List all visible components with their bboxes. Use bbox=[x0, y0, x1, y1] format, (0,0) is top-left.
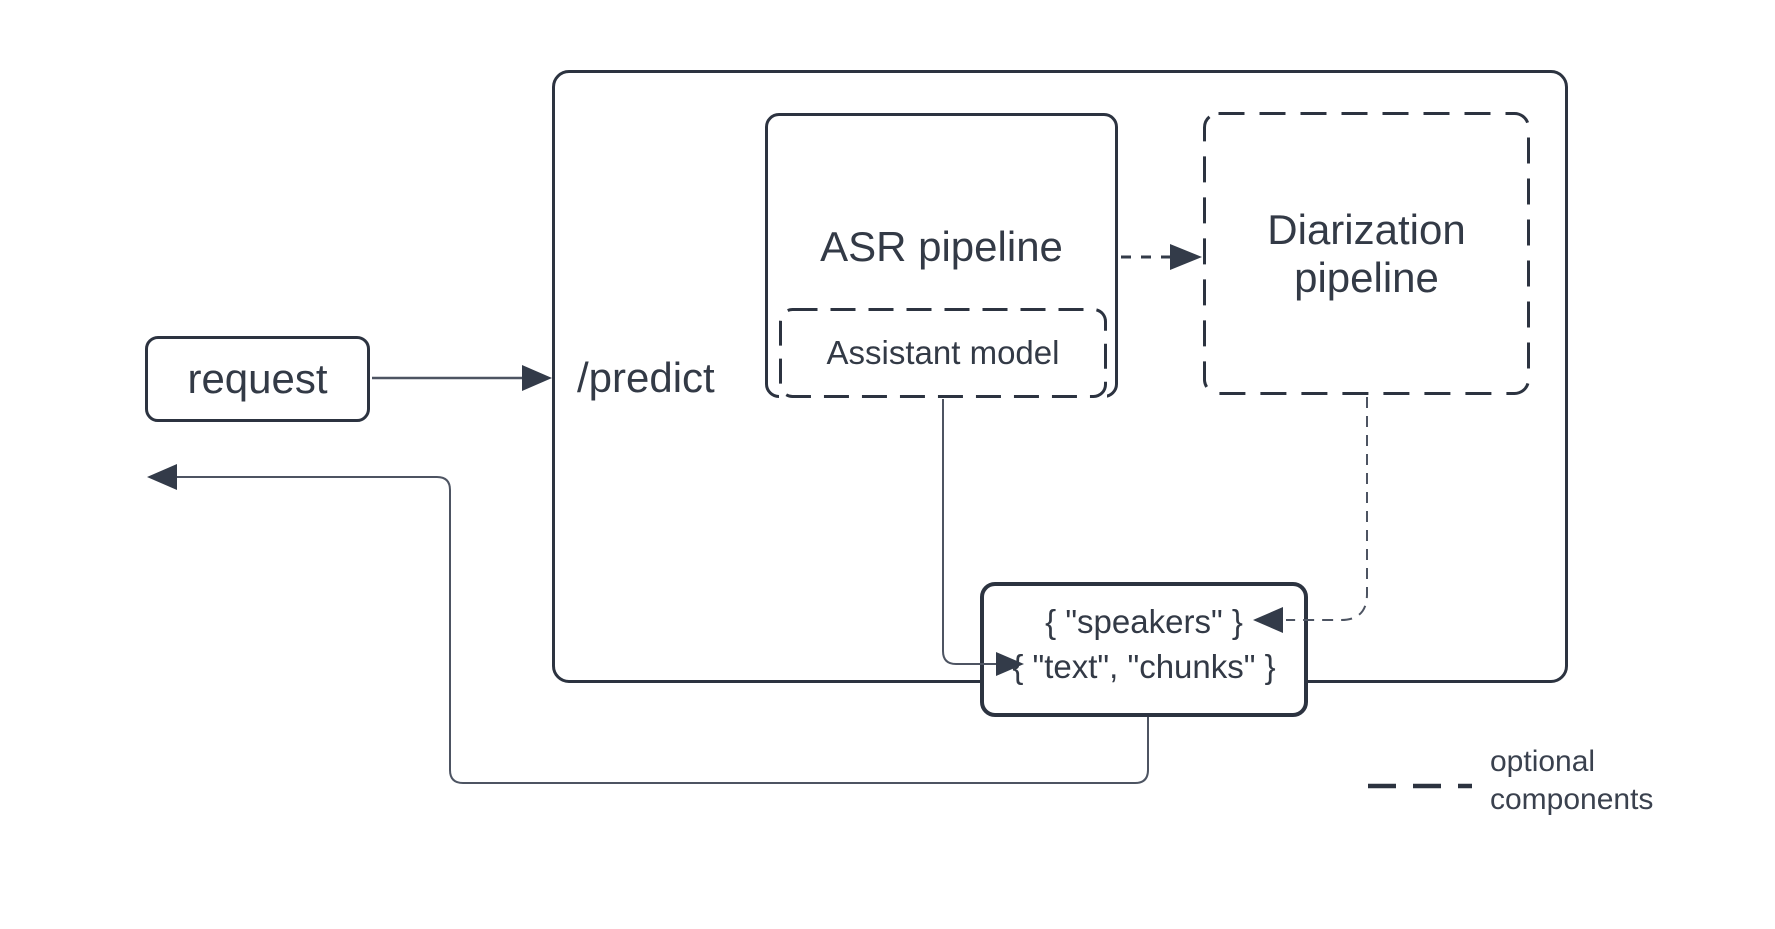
output-return-arrowhead-icon bbox=[147, 464, 177, 490]
asr-pipeline-label: ASR pipeline bbox=[820, 223, 1063, 270]
legend-optional-components-label: optional components bbox=[1490, 745, 1654, 816]
request-to-predict-arrowhead-icon bbox=[522, 365, 552, 391]
request-node: request bbox=[145, 336, 370, 422]
response-speakers-label: { "speakers" } bbox=[1045, 603, 1243, 640]
predict-endpoint-label: /predict bbox=[577, 354, 715, 401]
assistant-model-node: Assistant model bbox=[779, 308, 1107, 398]
request-node-label: request bbox=[187, 355, 328, 402]
diarization-pipeline-label: Diarization pipeline bbox=[1267, 205, 1466, 301]
response-payload-node: { "speakers" } { "text", "chunks" } bbox=[980, 582, 1308, 717]
response-text-chunks-label: { "text", "chunks" } bbox=[1012, 648, 1276, 685]
diarization-pipeline-node: Diarization pipeline bbox=[1203, 112, 1530, 395]
assistant-model-label: Assistant model bbox=[826, 334, 1060, 371]
